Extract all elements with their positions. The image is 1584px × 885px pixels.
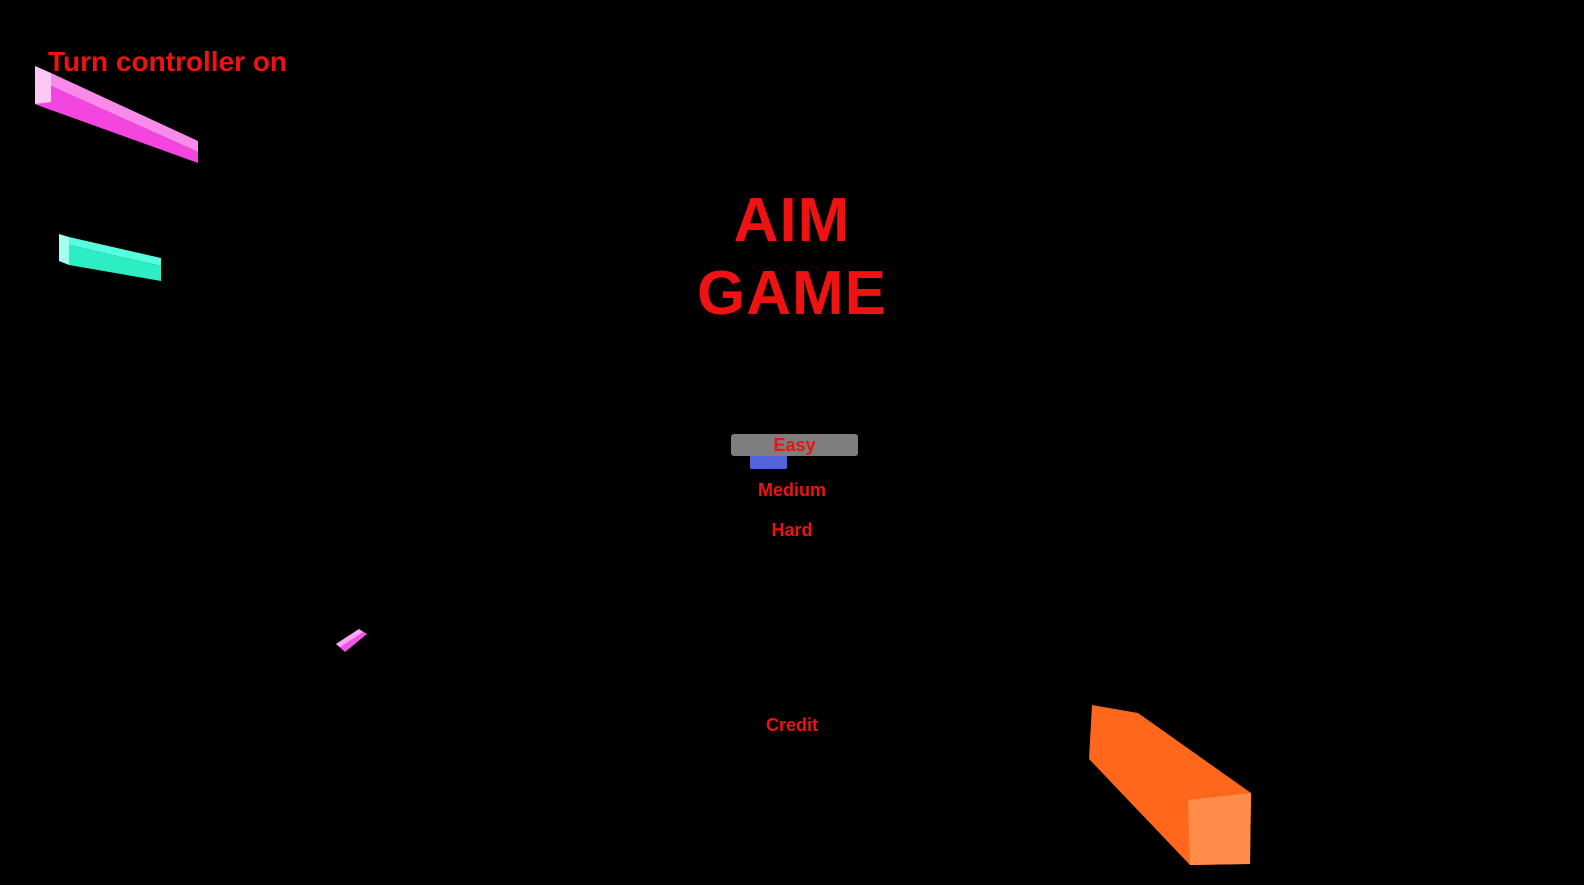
controller-hint-text: Turn controller on: [48, 46, 288, 77]
cyan-block-top-face: [69, 237, 161, 266]
floating-block-pink-small: [336, 629, 367, 652]
cyan-block-front-face: [69, 245, 161, 281]
menu-item-medium[interactable]: Medium: [757, 480, 827, 500]
game-title: AIM GAME: [0, 184, 1584, 330]
pink-block-top-face: [336, 629, 363, 647]
menu-item-credit[interactable]: Credit: [765, 715, 819, 735]
menu-item-hard[interactable]: Hard: [771, 520, 813, 540]
game-title-line1: AIM: [733, 186, 851, 255]
controller-cursor: [750, 452, 787, 469]
magenta-block-end-face: [35, 66, 51, 110]
pink-block-front-face: [336, 629, 367, 652]
floating-block-orange: [1089, 705, 1251, 865]
floating-block-magenta-large: [35, 66, 198, 163]
cyan-block-end-face: [59, 234, 69, 265]
magenta-block-front-face: [35, 86, 198, 163]
magenta-block-top-face: [51, 73, 198, 152]
menu-item-easy[interactable]: Easy: [731, 434, 858, 456]
floating-block-cyan: [59, 234, 161, 281]
orange-block-end-face: [1188, 793, 1251, 865]
game-title-line2: GAME: [697, 259, 887, 328]
